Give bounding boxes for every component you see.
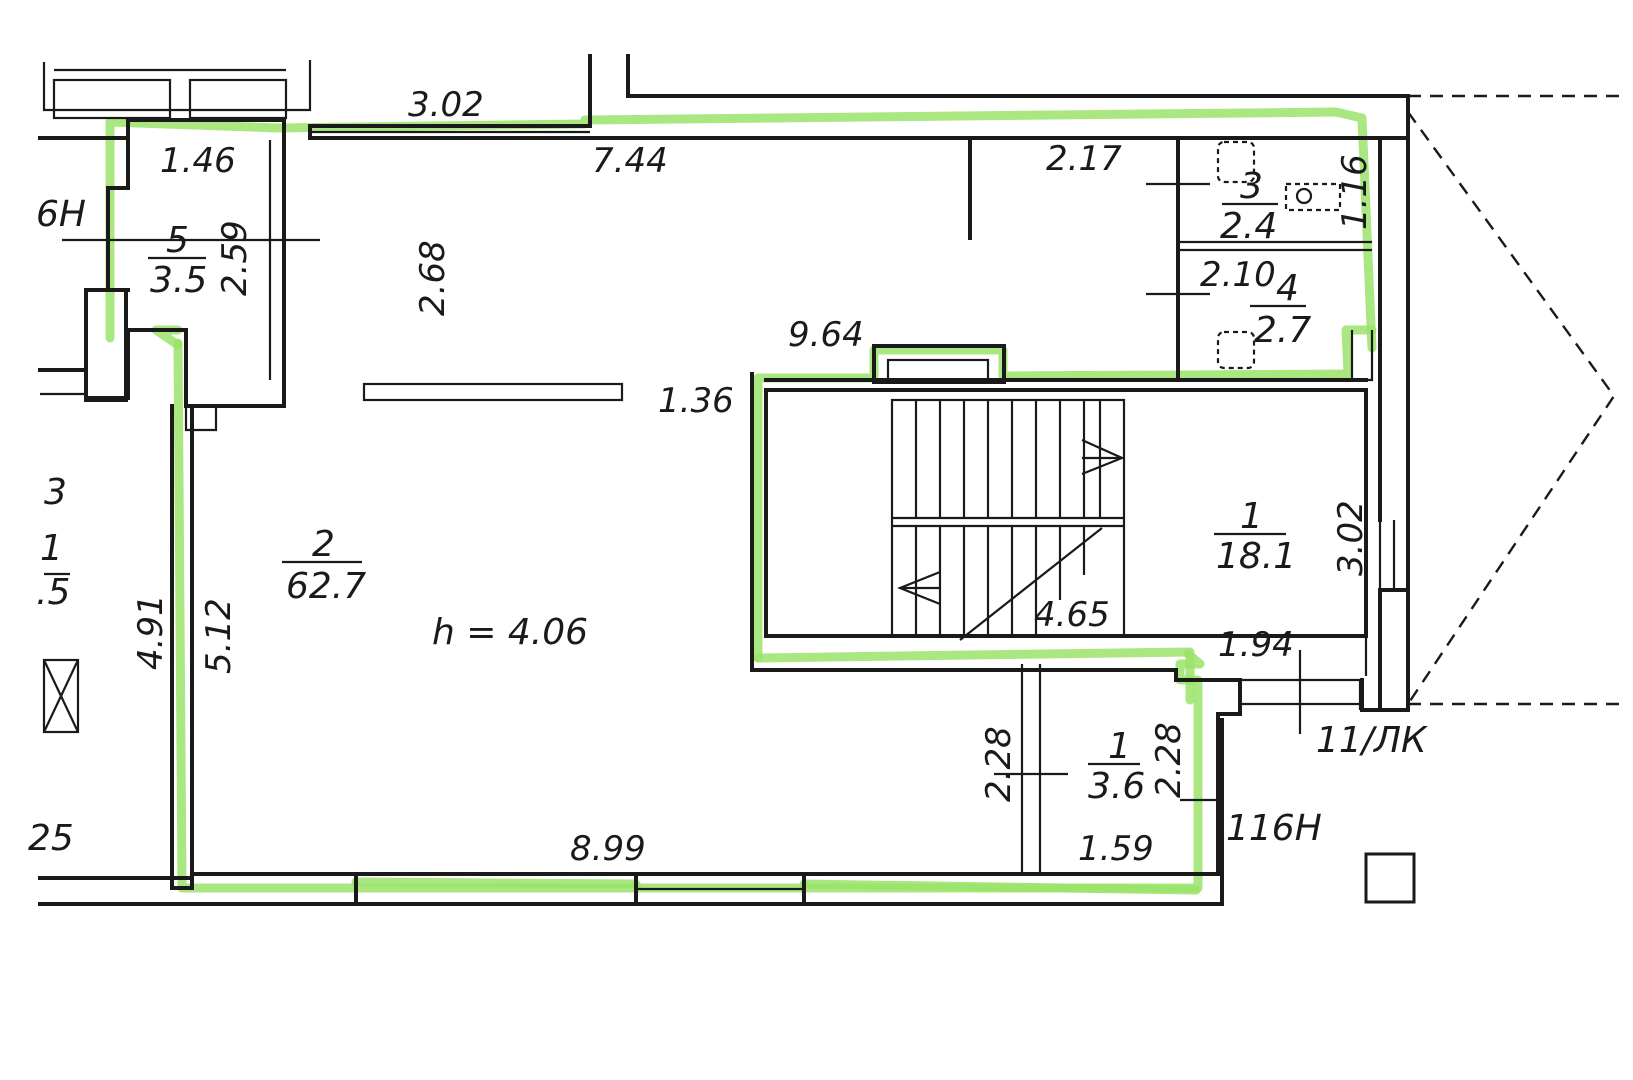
dim-stair-width: 4.65 [1034, 595, 1110, 635]
dim-hall-height: 2.68 [413, 240, 453, 316]
bathroom-fixtures [1216, 140, 1342, 370]
room5-number: 5 [166, 220, 189, 261]
room5-area: 3.5 [150, 260, 207, 301]
room3-area: 2.4 [1220, 206, 1277, 247]
dim-left-wall-outer: 4.91 [131, 594, 171, 670]
room3-number: 3 [1240, 166, 1263, 207]
left-unit-code: 6H [36, 194, 86, 235]
dim-top-left-corridor: 3.02 [408, 85, 484, 125]
left-fragment-b: 1 [40, 528, 63, 569]
column-marker-square [1364, 852, 1416, 904]
entrance-unit-code: 116H [1226, 808, 1322, 849]
stair-projection-dashed [1407, 94, 1620, 706]
dim-room3-height: 1.16 [1335, 154, 1375, 230]
dim-corridor-length: 9.64 [788, 315, 864, 355]
dimension-ticks [62, 182, 1302, 802]
dim-partition: 1.36 [658, 381, 734, 421]
left-fragment-c: .5 [36, 572, 70, 613]
room-label-bars [148, 202, 1306, 766]
staircase [890, 398, 1126, 641]
left-fragment-a: 3 [44, 472, 67, 513]
room2-area: 62.7 [286, 566, 366, 607]
staircase-unit-code: 11/ЛК [1316, 720, 1428, 761]
dim-entry-width: 1.94 [1218, 625, 1294, 665]
neighbour-elevator-symbol [42, 572, 80, 734]
dim-room4-width: 2.10 [1200, 255, 1276, 295]
room1-area: 18.1 [1216, 536, 1296, 577]
dim-left-wall-inner: 5.12 [199, 598, 239, 674]
dim-vest-height-left: 2.28 [979, 726, 1019, 802]
vestibule-area: 3.6 [1088, 766, 1145, 807]
room4-area: 2.7 [1254, 310, 1311, 351]
dim-stair-height: 3.02 [1331, 500, 1371, 576]
vestibule-number: 1 [1108, 726, 1131, 767]
ceiling-height: h = 4.06 [432, 612, 588, 653]
dim-bottom-wall: 8.99 [570, 829, 646, 869]
dim-room5-width: 1.46 [160, 141, 236, 181]
dim-vest-width: 1.59 [1078, 829, 1154, 869]
dim-hall-top: 7.44 [592, 141, 668, 181]
dim-room5-height: 2.59 [215, 220, 255, 296]
walls [38, 54, 1410, 906]
dim-hall-top-right: 2.17 [1046, 139, 1122, 179]
room1-number: 1 [1240, 496, 1263, 537]
room2-number: 2 [312, 524, 335, 565]
room4-number: 4 [1276, 268, 1299, 309]
left-fragment-d: 25 [28, 818, 74, 859]
dim-vest-height-right: 2.28 [1149, 722, 1189, 798]
